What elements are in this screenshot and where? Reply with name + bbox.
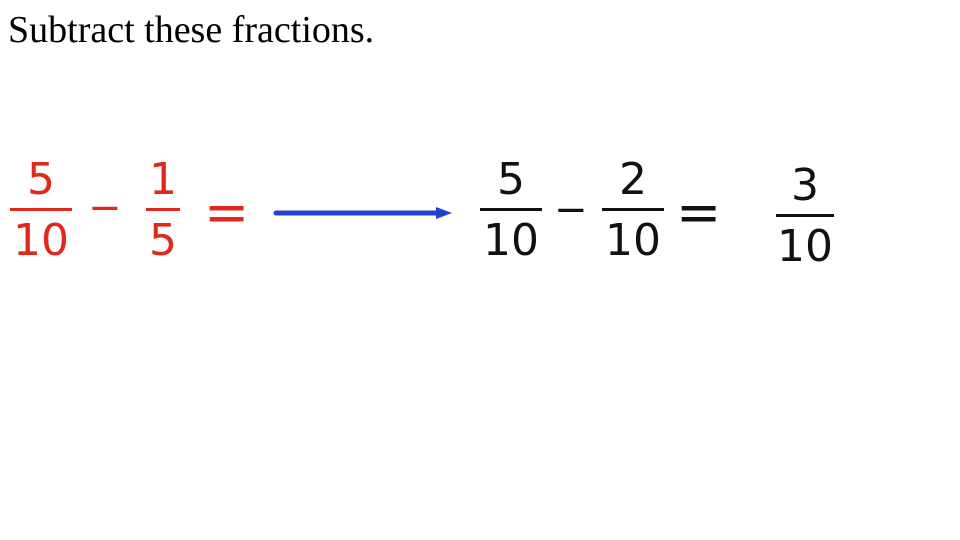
fraction-five-tenths-red: 5 10 [10,158,72,263]
denominator: 5 [149,215,177,266]
numerator: 1 [149,154,177,205]
slide-title: Subtract these fractions. [8,9,375,51]
fraction-bar [480,208,542,211]
numerator: 3 [791,160,819,211]
numerator: 5 [497,154,525,205]
fraction-bar [602,208,664,211]
fraction-one-fifth-red: 1 5 [146,158,180,263]
fraction-two-tenths: 2 10 [602,158,664,263]
minus-sign: − [554,187,588,233]
denominator: 10 [483,215,539,266]
equals-sign: = [676,181,722,244]
right-arrow-icon [273,207,452,219]
fraction-five-tenths: 5 10 [480,158,542,263]
fraction-bar [10,208,72,211]
numerator: 5 [27,154,55,205]
minus-sign: − [88,185,122,231]
fraction-bar [776,214,834,217]
denominator: 10 [13,215,69,266]
numerator: 2 [619,154,647,205]
fraction-three-tenths-result: 3 10 [776,164,834,269]
denominator: 10 [605,215,661,266]
equals-sign: = [204,181,250,244]
fraction-bar [146,208,180,211]
denominator: 10 [777,221,833,272]
